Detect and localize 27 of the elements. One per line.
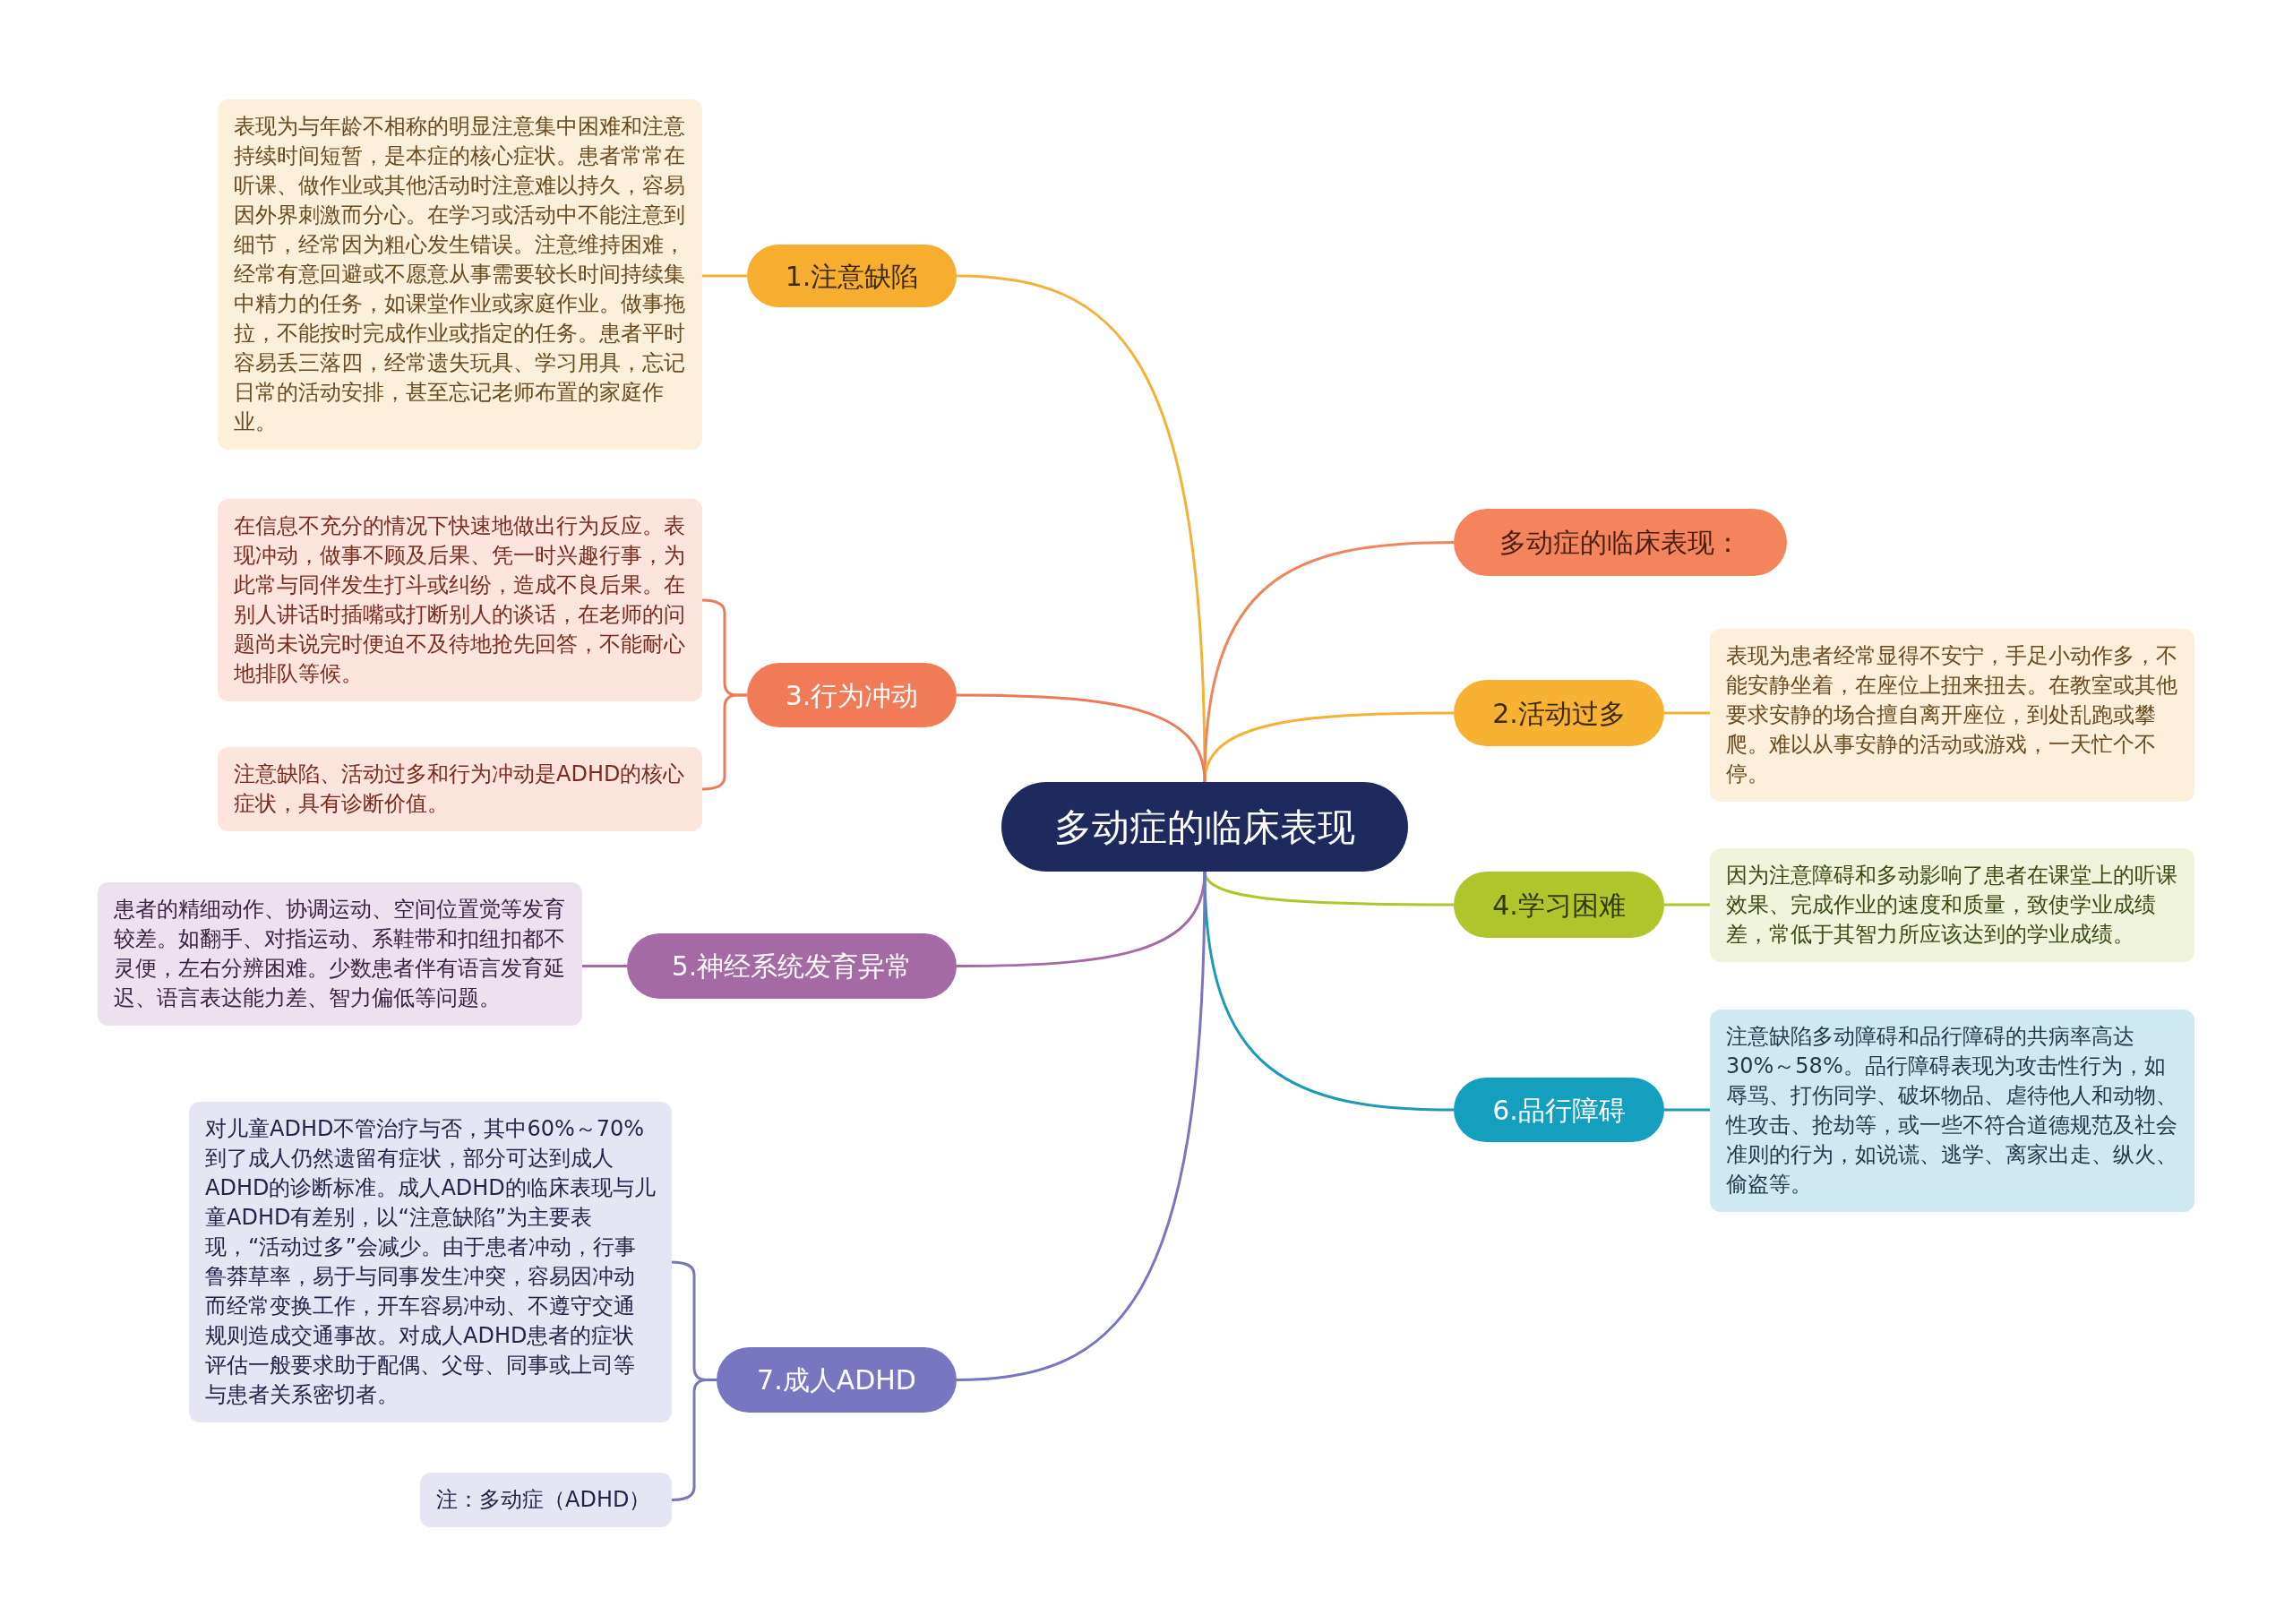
connector-line: [1203, 871, 1455, 1112]
connector-line: [1664, 711, 1710, 715]
connector-line: [957, 693, 1207, 783]
branch-topic: 2.活动过多: [1454, 680, 1664, 746]
connector-line: [1664, 903, 1710, 907]
connector-line: [956, 871, 1207, 1381]
branch-topic: 1.注意缺陷: [747, 245, 957, 307]
note-card: 表现为与年龄不相称的明显注意集中困难和注意持续时间短暂，是本症的核心症状。患者常常在听课、做作业或其他活动时注意难以持久，容易因外界刺激而分心。在学习或活动中不能注意到细节，经常因为粗心发生错误。注意维持困难，经常有意回避或不愿意从事需要较长时间持续集中精力的任务，如课堂作业或家庭作业。做事拖拉，不能按时完成作业或指定的任务。患者平时容易丢三落四，经常遗失玩具、学习用具，忘记日常的活动安排，甚至忘记老师布置的家庭作业。: [218, 99, 702, 450]
note-card: 因为注意障碍和多动影响了患者在课堂上的听课效果、完成作业的速度和质量，致使学业成绩差，常低于其智力所应该达到的学业成绩。: [1710, 848, 2194, 962]
branch-topic: 3.行为冲动: [747, 663, 957, 727]
connector-line: [1664, 1108, 1710, 1112]
branch-topic: 多动症的临床表现：: [1454, 509, 1787, 576]
branch-topic: 6.品行障碍: [1454, 1078, 1664, 1142]
central-topic: 多动症的临床表现: [1001, 782, 1408, 872]
note-card: 注意缺陷、活动过多和行为冲动是ADHD的核心症状，具有诊断价值。: [218, 747, 702, 831]
note-card: 在信息不充分的情况下快速地做出行为反应。表现冲动，做事不顾及后果、凭一时兴趣行事，为此常与同伴发生打斗或纠纷，造成不良后果。在别人讲话时插嘴或打断别人的谈话，在老师的问题尚未说完时便迫不及待地抢先回答，不能耐心地排队等候。: [218, 499, 702, 701]
branch-topic: 5.神经系统发育异常: [627, 933, 957, 999]
branch-topic: 7.成人ADHD: [717, 1347, 957, 1413]
connector-line: [582, 965, 627, 967]
note-card: 注意缺陷多动障碍和品行障碍的共病率高达30%～58%。品行障碍表现为攻击性行为，如辱骂、打伤同学、破坏物品、虐待他人和动物、性攻击、抢劫等，或一些不符合道德规范及社会准则的行为，如说谎、逃学、离家出走、纵火、偷盗等。: [1710, 1010, 2194, 1212]
note-card: 注：多动症（ADHD）: [420, 1473, 672, 1527]
connector-line: [702, 274, 747, 278]
note-card: 表现为患者经常显得不安宁，手足小动作多，不能安静坐着，在座位上扭来扭去。在教室或其他要求安静的场合擅自离开座位，到处乱跑或攀爬。难以从事安静的活动或游戏，一天忙个不停。: [1710, 629, 2194, 802]
branch-topic: 4.学习困难: [1454, 872, 1664, 938]
note-card: 对儿童ADHD不管治疗与否，其中60%～70%到了成人仍然遗留有症状，部分可达到成人ADHD的诊断标准。成人ADHD的临床表现与儿童ADHD有差别，以“注意缺陷”为主要表现，“活动过多”会减少。由于患者冲动，行事鲁莽草率，易于与同事发生冲突，容易因冲动而经常变换工作，开车容易冲动、不遵守交通规则造成交通事故。对成人ADHD患者的症状评估一般要求助于配偶、父母、同事或上司等与患者关系密切者。: [189, 1102, 672, 1422]
note-card: 患者的精细动作、协调运动、空间位置觉等发育较差。如翻手、对指运动、系鞋带和扣纽扣都不灵便，左右分辨困难。少数患者伴有语言发育延迟、语言表达能力差、智力偏低等问题。: [98, 882, 582, 1026]
connector-line: [1203, 711, 1454, 783]
